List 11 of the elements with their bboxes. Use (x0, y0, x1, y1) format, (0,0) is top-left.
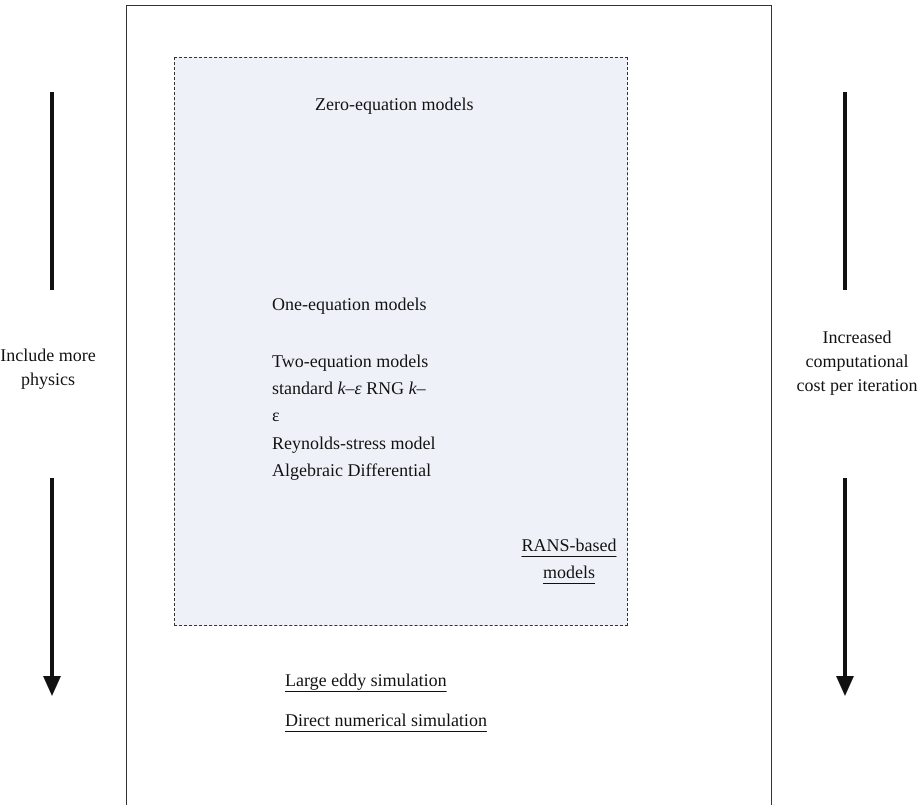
dashed-group-box (174, 57, 628, 626)
model-list: Two-equation models standard k–ε RNG k–ε (272, 348, 432, 429)
group-title: RANS-based models (520, 534, 618, 584)
side-note: Increased computational cost per iteration (796, 326, 918, 397)
model-list: Reynolds-stress model Algebraic Differential (272, 430, 472, 484)
method-label: Large eddy simulation (285, 669, 447, 691)
model-label: Zero-equation models (315, 93, 474, 115)
method-label: Direct numerical simulation (285, 709, 487, 731)
model-label: One-equation models (272, 293, 428, 316)
outer-frame (126, 5, 772, 805)
side-note: Include more physics (0, 344, 96, 391)
